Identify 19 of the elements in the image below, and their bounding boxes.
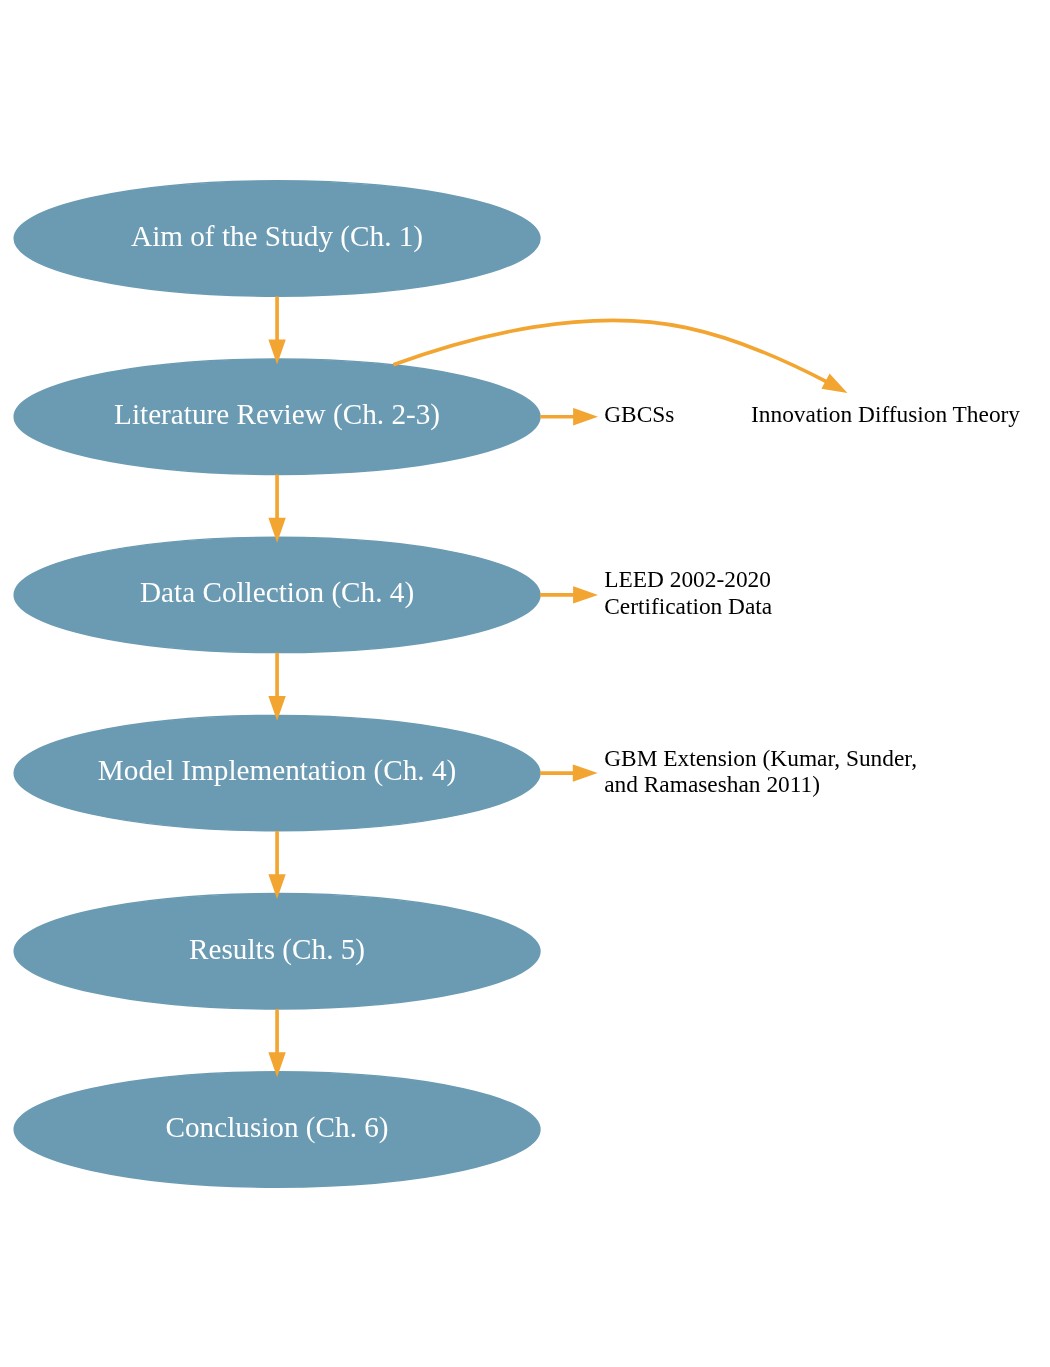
arrow bbox=[268, 652, 286, 721]
node-text: GBCSs bbox=[604, 400, 675, 427]
arrow bbox=[268, 1008, 286, 1077]
arrow bbox=[540, 763, 598, 782]
node-text: LEED 2002-2020 Certification Data bbox=[604, 565, 773, 619]
node-ellipse: Aim of the Study (Ch. 1) bbox=[13, 179, 541, 297]
arrow bbox=[392, 318, 848, 393]
node-ellipse: Conclusion (Ch. 6) bbox=[13, 1070, 541, 1188]
node-text: GBM Extension (Kumar, Sunder, and Ramaseshan 2011) bbox=[604, 744, 918, 797]
node-ellipse: Literature Review (Ch. 2-3) bbox=[13, 357, 541, 475]
node-ellipse: Data Collection (Ch. 4) bbox=[13, 536, 541, 653]
arrow bbox=[268, 830, 286, 899]
node-text: Innovation Diffusion Theory bbox=[751, 400, 1021, 427]
arrow bbox=[268, 474, 286, 543]
node-ellipse: Results (Ch. 5) bbox=[13, 892, 541, 1010]
node-ellipse: Model Implementation (Ch. 4) bbox=[13, 714, 541, 831]
arrow bbox=[268, 295, 286, 364]
arrow bbox=[540, 407, 598, 425]
arrow bbox=[540, 585, 598, 604]
